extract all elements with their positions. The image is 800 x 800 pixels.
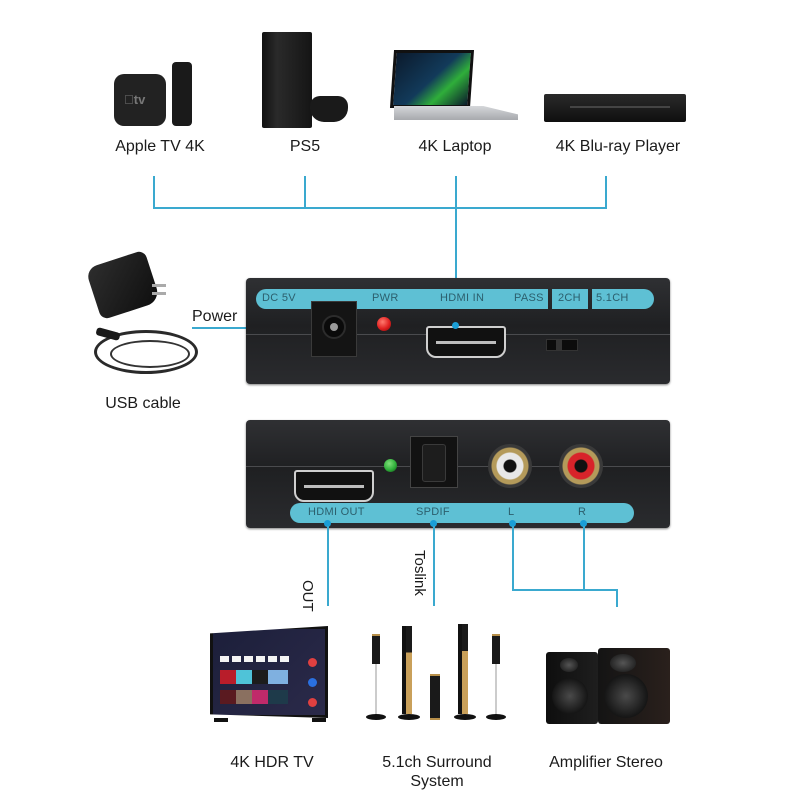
apple-tv-device: tv [114,62,224,130]
mode-switch-knob [556,340,562,350]
cable-coil-inner [110,340,190,368]
rca-right-port[interactable] [559,444,603,488]
speaker-rear-left-stand [375,664,377,714]
status-led-icon [384,459,397,472]
speaker-front-right-base [454,714,476,720]
bluray-label: 4K Blu-ray Player [555,138,681,155]
game-console-icon [262,32,312,128]
connector-hdmi-out [327,526,329,606]
speaker-center [430,674,440,720]
connector-spdif [433,526,435,606]
apple-tv-logo: tv [124,92,145,107]
speaker-front-left [402,626,412,714]
speaker-front-left-base [398,714,420,720]
apple-remote-icon [172,62,192,126]
laptop-icon [389,50,518,120]
hdmi-out-port[interactable] [294,470,374,502]
label-pass: PASS [514,292,544,304]
tv-tile-row-1 [220,670,300,684]
label-r: R [578,506,587,518]
surround-label-line2: System [410,773,464,790]
connector-laptop [455,176,457,326]
tv-side-icon-3 [308,698,317,707]
connector-apple-tv [153,176,155,208]
stereo-speakers-icon [546,648,670,724]
bluray-player-icon [544,94,686,122]
stereo-label: Amplifier Stereo [549,754,663,771]
2ch-segment [552,289,588,309]
speaker-left-tweeter [560,658,578,672]
game-controller-icon [310,96,348,122]
toslink-label: Toslink [411,550,428,596]
label-spdif: SPDIF [416,506,450,518]
hdmi-in-port[interactable] [426,326,506,358]
tv-icon [210,618,330,728]
speaker-left-woofer [552,678,588,714]
label-l: L [508,506,515,518]
speaker-rear-right-base [486,714,506,720]
tv-stand [214,718,326,722]
rca-left-port[interactable] [488,444,532,488]
surround-label-line1: 5.1ch Surround [382,754,492,771]
speaker-right-tweeter [610,654,636,672]
rca-right-dot [580,520,587,527]
panel-groove-rear [246,466,670,467]
power-label: Power [192,308,238,325]
ps5-label: PS5 [289,138,321,155]
connector-ps5 [304,176,306,208]
connector-rca-left [512,526,514,590]
speaker-front-right [458,624,468,714]
connector-rca-bus [512,589,618,591]
spdif-inner [422,444,446,482]
laptop-base [394,106,518,120]
apple-tv-icon [114,74,166,126]
spdif-dot [430,520,437,527]
connector-bus-top [153,207,607,209]
bluray-display [570,106,670,108]
tv-side-icon-2 [308,678,317,687]
label-pwr: PWR [372,292,399,304]
speaker-rear-left [372,634,380,664]
connector-rca-right [583,526,585,590]
out-label: OUT [299,580,316,612]
power-adapter-icon [85,249,161,321]
speaker-rear-right-stand [495,664,497,714]
rca-left-dot [509,520,516,527]
pass-segment [492,289,548,309]
label-dc5v: DC 5V [262,292,296,304]
cable-coil-icon [94,330,198,374]
speaker-rear-left-base [366,714,386,720]
rear-label-strip [290,503,634,523]
apple-tv-label: Apple TV 4K [115,138,205,155]
mode-switch[interactable] [546,339,578,351]
power-led-icon [377,317,391,331]
tv-label: 4K HDR TV [230,754,314,771]
hdmi-in-dot [452,322,459,329]
speaker-rear-right [492,634,500,664]
tv-app-row [220,656,290,662]
speaker-right-woofer [604,674,648,718]
surround-speakers-icon [362,620,512,730]
usb-cable-label: USB cable [105,395,181,412]
hdmi-out-dot [324,520,331,527]
tv-tile-row-2 [220,690,300,704]
label-hdmi-in: HDMI IN [440,292,485,304]
connector-bluray [605,176,607,208]
dc-jack-pin [330,323,338,331]
label-hdmi-out: HDMI OUT [308,506,365,518]
51ch-segment [592,289,654,309]
laptop-screen [389,50,475,108]
label-51ch: 5.1CH [596,292,629,304]
connector-stereo [616,589,618,607]
tv-side-icon-1 [308,658,317,667]
plug-prongs [152,284,166,287]
laptop-label: 4K Laptop [418,138,492,155]
label-2ch: 2CH [558,292,581,304]
